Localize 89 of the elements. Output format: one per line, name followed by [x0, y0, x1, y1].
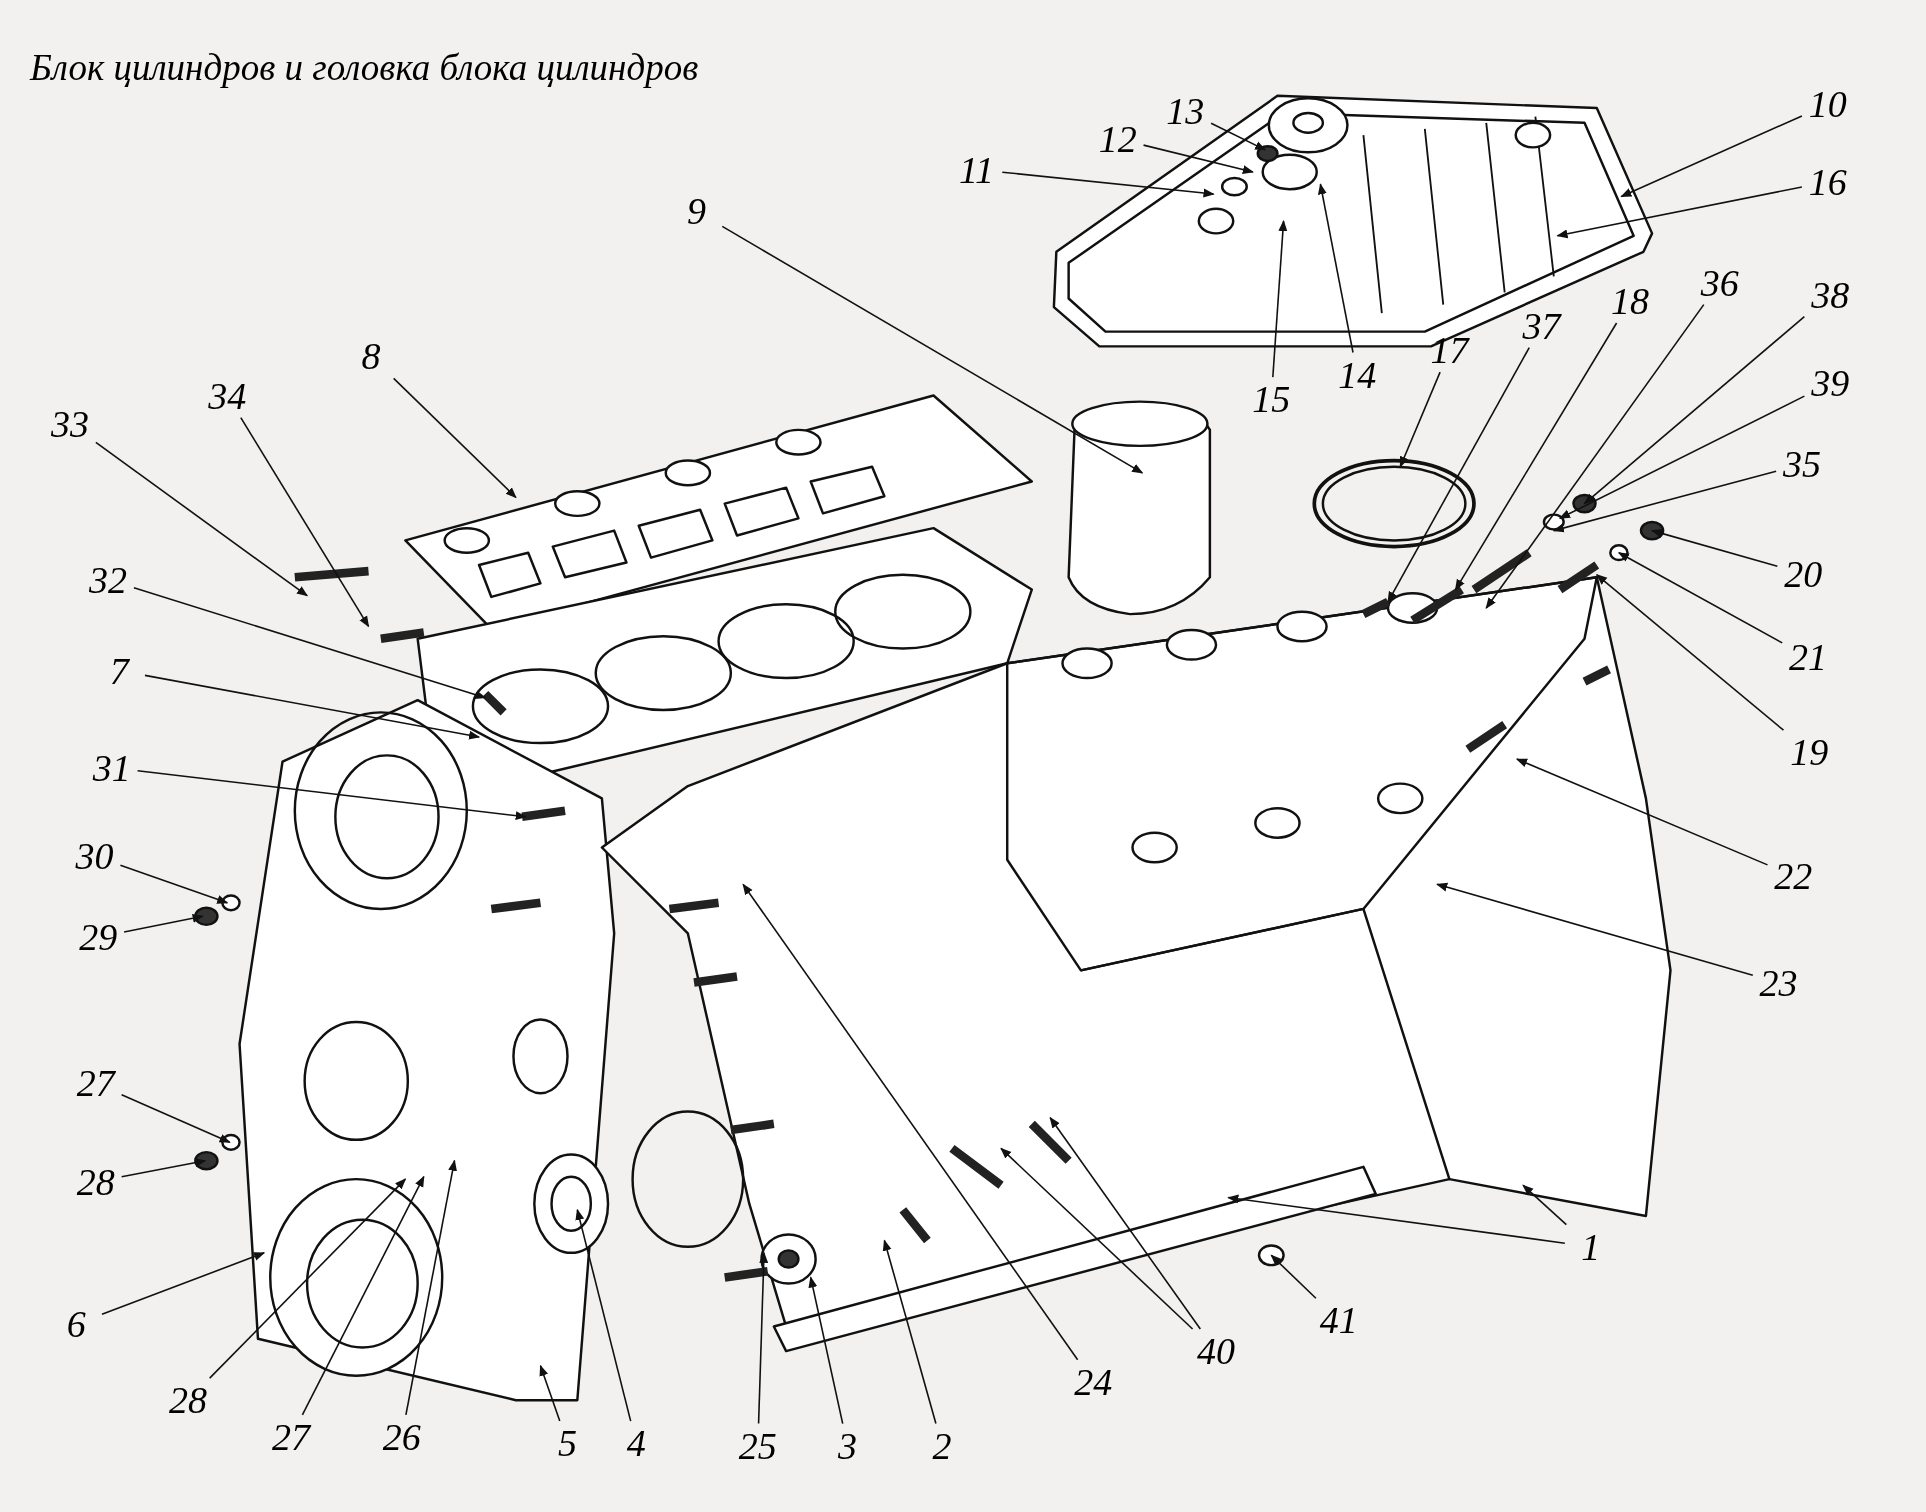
callout-number: 27: [272, 1418, 311, 1457]
callout-number: 12: [1098, 119, 1137, 158]
leader-line: [1522, 1184, 1568, 1226]
leader-line: [123, 913, 204, 933]
leader-line: [1583, 315, 1806, 505]
leader-line: [1485, 303, 1705, 609]
leader-line: [1595, 574, 1785, 732]
callout-number: 37: [1522, 306, 1561, 345]
leader-line: [575, 1208, 632, 1422]
leader-line: [1558, 395, 1806, 520]
callout-number: 39: [1811, 364, 1850, 403]
callout-number: 19: [1790, 732, 1829, 771]
leader-line: [757, 1251, 769, 1425]
callout-number: 32: [89, 560, 128, 599]
callout-number: 13: [1166, 91, 1205, 130]
callout-number: 23: [1759, 963, 1798, 1002]
callout-number: 30: [75, 837, 114, 876]
leader-line: [1454, 322, 1618, 591]
callout-number: 6: [66, 1305, 86, 1344]
leader-line: [301, 1175, 425, 1416]
callout-number: 5: [557, 1424, 577, 1463]
callout-number: 14: [1338, 355, 1377, 394]
leader-line: [808, 1276, 844, 1425]
leader-line: [144, 674, 481, 740]
leader-line: [1227, 1194, 1566, 1244]
leader-line: [208, 1178, 407, 1379]
callout-number: 29: [79, 918, 118, 957]
leader-line: [120, 1158, 207, 1178]
callout-number: 35: [1782, 445, 1821, 484]
leader-line: [1210, 122, 1267, 151]
callout-number: 28: [76, 1162, 115, 1201]
leader-line: [240, 416, 370, 628]
leader-line: [882, 1239, 937, 1425]
leader-line: [101, 1252, 266, 1316]
title: Блок цилиндров и головка блока цилиндров: [30, 46, 699, 90]
callout-number: 17: [1430, 331, 1469, 370]
callout-number: 31: [92, 748, 131, 787]
leader-line: [119, 864, 229, 904]
leader-line: [1436, 882, 1754, 976]
callout-number: 25: [738, 1426, 777, 1465]
callout-number: 10: [1808, 85, 1847, 124]
leader-line: [1387, 346, 1531, 603]
leader-line: [120, 1093, 231, 1144]
callout-number: 27: [76, 1064, 115, 1103]
leader-line: [405, 1159, 457, 1416]
callout-number: 24: [1074, 1362, 1113, 1401]
leader-line: [1272, 219, 1288, 378]
callout-number: 33: [51, 404, 89, 443]
leader-line: [1049, 1116, 1202, 1330]
leader-line: [1515, 758, 1769, 866]
callout-number: 11: [958, 150, 995, 189]
leader-line: [742, 883, 1079, 1361]
leader-line: [136, 769, 527, 821]
leader-line: [1000, 1147, 1194, 1330]
callout-number: 38: [1811, 275, 1850, 314]
leader-line: [1399, 371, 1441, 468]
leader-line: [1317, 183, 1354, 354]
callout-number: 26: [382, 1418, 421, 1457]
callout-number: 3: [838, 1426, 857, 1465]
callout-number: 9: [686, 192, 706, 231]
callout-number: 21: [1789, 638, 1828, 677]
leader-line: [721, 225, 1144, 474]
leader-line: [1617, 551, 1784, 644]
leader-line: [1001, 171, 1215, 198]
leader-line: [1552, 470, 1777, 533]
leader-line: [392, 377, 517, 499]
callout-number: 40: [1197, 1332, 1235, 1371]
callout-number: 1: [1581, 1227, 1601, 1266]
callout-number: 28: [168, 1381, 207, 1420]
leader-line: [1651, 529, 1779, 568]
leader-line: [1556, 186, 1803, 239]
leader-line: [1142, 144, 1254, 174]
callout-number: 8: [361, 337, 381, 376]
leader-line: [133, 587, 487, 699]
leader-line: [95, 441, 308, 597]
callout-number: 22: [1774, 856, 1813, 895]
callout-number: 36: [1700, 263, 1739, 302]
callout-number: 15: [1252, 380, 1291, 419]
callout-number: 2: [932, 1426, 952, 1465]
callout-number: 4: [626, 1424, 646, 1463]
callout-number: 16: [1808, 162, 1847, 201]
callout-number: 34: [208, 376, 247, 415]
callout-number: 41: [1319, 1301, 1358, 1340]
leader-line: [1620, 115, 1803, 198]
leader-line: [539, 1364, 561, 1422]
callout-number: 7: [109, 651, 129, 690]
callout-number: 18: [1610, 281, 1649, 320]
callout-number: 20: [1784, 554, 1823, 593]
leader-line: [1270, 1254, 1317, 1300]
